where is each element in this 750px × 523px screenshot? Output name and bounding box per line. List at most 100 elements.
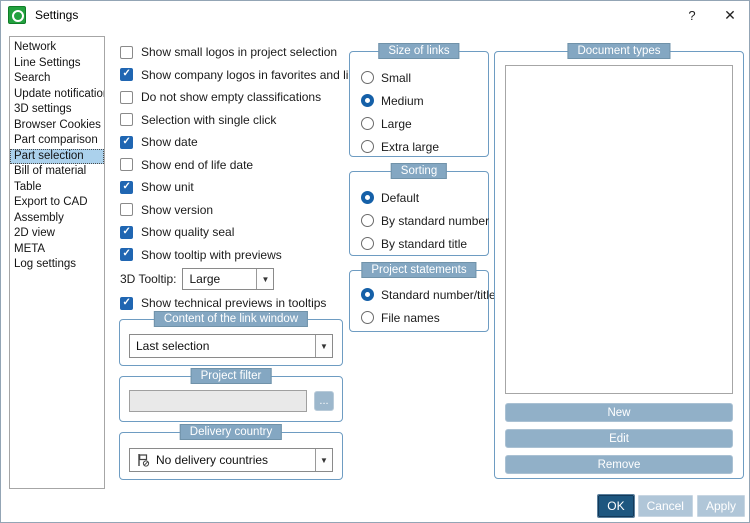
radio-large[interactable] <box>361 117 374 130</box>
project-filter-input[interactable] <box>129 390 307 412</box>
checkbox-label: Show unit <box>141 180 194 195</box>
checkbox-selection-with-single-click[interactable] <box>120 113 133 127</box>
radio-row-extra-large: Extra large <box>350 135 488 158</box>
radio-row-medium: Medium <box>350 89 488 112</box>
sidebar-item-export-to-cad[interactable]: Export to CAD <box>14 196 88 208</box>
sidebar-item-table[interactable]: Table <box>14 180 42 193</box>
option-row-show-small-logos-in-project-selection: Show small logos in project selection <box>120 41 346 64</box>
checkbox-label: Show tooltip with previews <box>141 247 282 262</box>
radio-label: Extra large <box>381 139 440 154</box>
close-icon[interactable]: ✕ <box>724 6 736 23</box>
sidebar-item-browser-cookies[interactable]: Browser Cookies <box>14 118 101 131</box>
checkbox-do-not-show-empty-classifications[interactable] <box>120 90 133 104</box>
sidebar-item-bill-of-material[interactable]: Bill of material <box>14 165 87 177</box>
browse-button[interactable]: ... <box>314 391 334 411</box>
radio-default[interactable] <box>361 191 374 204</box>
sidebar-item-network[interactable]: Network <box>14 41 57 53</box>
no-flag-icon <box>138 454 150 467</box>
option-row-show-quality-seal: Show quality seal <box>120 221 346 244</box>
group-delivery-country: Delivery country No delivery countries ▼ <box>119 424 343 480</box>
group-title: Project statements <box>361 262 477 278</box>
checkbox-show-company-logos-in-favorites-and-links[interactable] <box>120 68 133 82</box>
checkbox-show-small-logos-in-project-selection[interactable] <box>120 45 133 59</box>
radio-standard-number-title[interactable] <box>361 288 374 301</box>
option-row-selection-with-single-click: Selection with single click <box>120 109 346 132</box>
sidebar-item-3d-settings[interactable]: 3D settings <box>14 103 72 115</box>
3d-tooltip-value: Large <box>189 272 221 286</box>
new-button[interactable]: New <box>505 403 733 422</box>
help-button[interactable]: ? <box>688 7 696 23</box>
sidebar-item-log-settings[interactable]: Log settings <box>14 258 77 270</box>
group-project-statements: Project statements Standard number/title… <box>349 262 496 332</box>
checkbox-show-version[interactable] <box>120 203 133 217</box>
group-title: Project filter <box>190 368 272 384</box>
sidebar-item-line-settings[interactable]: Line Settings <box>14 56 81 69</box>
radio-row-by-standard-number: By standard number <box>350 209 490 232</box>
option-row-show-technical-previews-in-tooltips: Show technical previews in tooltips <box>120 292 346 315</box>
option-row-show-company-logos-in-favorites-and-links: Show company logos in favorites and link… <box>120 64 367 87</box>
radio-by-standard-number[interactable] <box>361 214 374 227</box>
link-window-content-select[interactable]: Last selection ▼ <box>129 334 333 358</box>
option-row-show-unit: Show unit <box>120 176 346 199</box>
document-types-list[interactable] <box>505 65 733 394</box>
radio-label: Large <box>381 116 412 131</box>
checkbox-show-quality-seal[interactable] <box>120 225 133 239</box>
radio-file-names[interactable] <box>361 311 374 324</box>
sidebar-item-assembly[interactable]: Assembly <box>14 211 64 224</box>
sidebar-item-2d-view[interactable]: 2D view <box>14 227 55 239</box>
group-title: Document types <box>567 43 671 59</box>
group-title: Sorting <box>390 163 448 179</box>
edit-button[interactable]: Edit <box>505 429 733 448</box>
radio-label: Standard number/title <box>381 287 496 302</box>
checkbox-show-unit[interactable] <box>120 180 133 194</box>
sidebar-item-part-comparison[interactable]: Part comparison <box>14 134 98 146</box>
group-title: Delivery country <box>179 424 283 440</box>
sidebar-item-update-notification[interactable]: Update notification <box>14 87 104 100</box>
radio-row-file-names: File names <box>350 306 488 329</box>
delivery-country-value: No delivery countries <box>130 449 315 471</box>
3d-tooltip-select[interactable]: Large ▼ <box>182 268 275 290</box>
radio-label: By standard number <box>381 213 490 228</box>
cancel-button[interactable]: Cancel <box>637 495 693 517</box>
checkbox-show-date[interactable] <box>120 135 133 149</box>
option-row-do-not-show-empty-classifications: Do not show empty classifications <box>120 86 346 109</box>
delivery-country-select[interactable]: No delivery countries ▼ <box>129 448 333 472</box>
remove-button[interactable]: Remove <box>505 455 733 474</box>
checkbox-label: Show version <box>141 202 214 217</box>
radio-label: File names <box>381 310 440 325</box>
apply-button[interactable]: Apply <box>696 495 745 517</box>
group-title: Content of the link window <box>153 311 309 327</box>
checkbox-show-end-of-life-date[interactable] <box>120 158 133 172</box>
group-sorting: Sorting Default By standard number By stan… <box>349 163 490 256</box>
checkbox-show-tooltip-with-previews[interactable] <box>120 248 133 262</box>
option-row-3d-tooltip: 3D Tooltip: Large ▼ <box>120 266 346 292</box>
dropdown-label: 3D Tooltip: <box>120 272 177 286</box>
radio-row-by-standard-title: By standard title <box>350 232 488 255</box>
radio-medium[interactable] <box>361 94 374 107</box>
sidebar-item-meta[interactable]: META <box>14 242 46 255</box>
link-window-content-value: Last selection <box>136 339 210 353</box>
radio-by-standard-title[interactable] <box>361 237 374 250</box>
radio-label: Default <box>381 190 420 205</box>
option-row-show-date: Show date <box>120 131 346 154</box>
chevron-down-icon[interactable]: ▼ <box>315 335 332 357</box>
sidebar-item-search[interactable]: Search <box>14 72 51 84</box>
radio-label: By standard title <box>381 236 468 251</box>
chevron-down-icon[interactable]: ▼ <box>256 269 274 289</box>
group-title: Size of links <box>378 43 460 59</box>
app-logo-icon <box>8 6 26 24</box>
checkbox-label: Show quality seal <box>141 225 235 240</box>
checkbox-label: Show end of life date <box>141 157 254 172</box>
option-row-show-tooltip-with-previews: Show tooltip with previews <box>120 244 346 267</box>
checkbox-show-technical-previews-in-tooltips[interactable] <box>120 296 133 310</box>
checkbox-label: Do not show empty classifications <box>141 90 322 105</box>
chevron-down-icon[interactable]: ▼ <box>315 449 332 471</box>
radio-extra-large[interactable] <box>361 140 374 153</box>
checkbox-label: Show company logos in favorites and link… <box>141 67 368 82</box>
radio-small[interactable] <box>361 71 374 84</box>
ok-button[interactable]: OK <box>597 494 635 518</box>
radio-row-large: Large <box>350 112 488 135</box>
sidebar-item-part-selection[interactable]: Part selection <box>10 148 104 164</box>
